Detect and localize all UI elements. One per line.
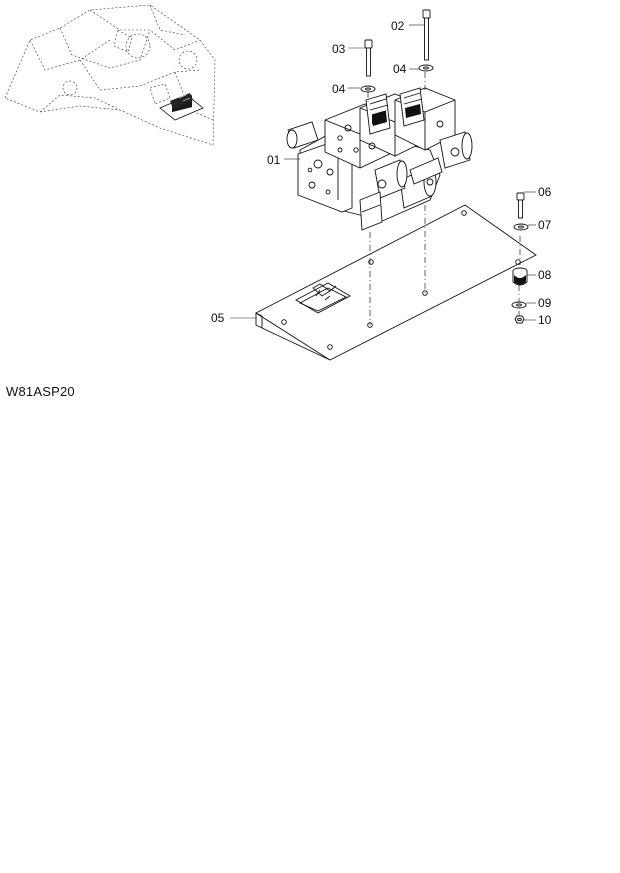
spool-caps <box>286 121 473 209</box>
callout-03: 03 <box>332 42 346 56</box>
callout-05: 05 <box>211 311 225 325</box>
leader-lines <box>230 24 536 321</box>
bolt-02 <box>422 9 431 61</box>
callout-04-right: 04 <box>393 62 407 76</box>
callout-02: 02 <box>391 19 405 33</box>
rubber-mount-08 <box>512 267 528 286</box>
solenoid-coils <box>365 87 425 135</box>
washer-04-left <box>360 85 376 93</box>
washer-09 <box>511 301 527 309</box>
highlighted-valve-inset <box>159 93 204 121</box>
callout-labels: 02 03 04 04 01 05 06 07 08 09 10 <box>211 19 552 327</box>
callout-07: 07 <box>538 218 552 232</box>
callout-08: 08 <box>538 268 552 282</box>
drawing-reference-code: W81ASP20 <box>6 384 75 399</box>
control-valve-assembly-01 <box>286 87 473 231</box>
callout-09: 09 <box>538 296 552 310</box>
callout-04-left: 04 <box>332 82 346 96</box>
callout-06: 06 <box>538 185 552 199</box>
washer-07 <box>513 223 529 231</box>
mounting-plate-05 <box>255 204 537 361</box>
washer-04-right <box>418 64 434 72</box>
bolt-06 <box>516 192 525 219</box>
callout-01: 01 <box>267 153 281 167</box>
nut-10 <box>514 315 525 324</box>
callout-10: 10 <box>538 313 552 327</box>
machine-overview-inset <box>4 4 216 146</box>
bolt-03 <box>364 39 373 77</box>
